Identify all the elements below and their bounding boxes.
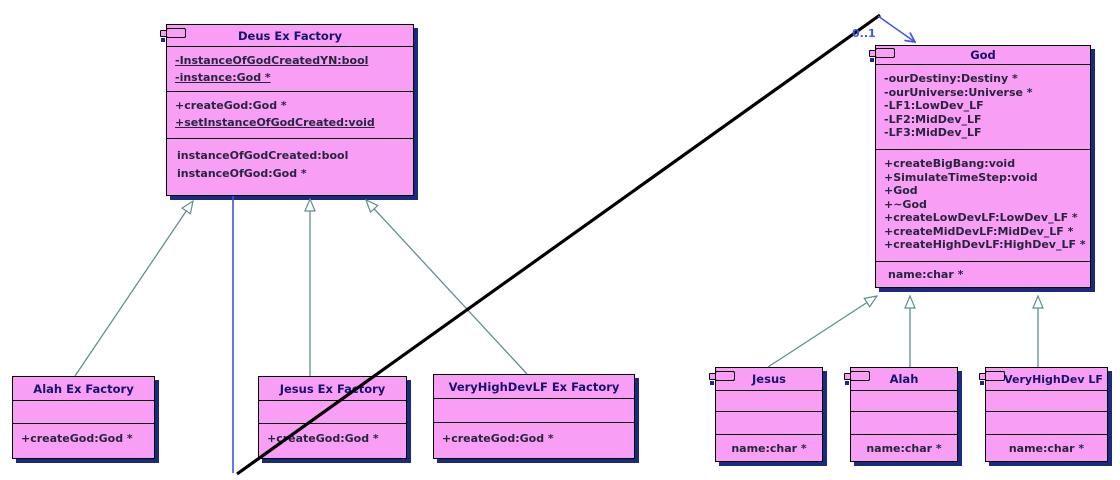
property-row: name:char * <box>731 442 807 455</box>
operations-section <box>986 411 1107 434</box>
operation-row: +createLowDevLF:LowDev_LF * <box>884 211 1078 224</box>
attribute-row: -ourUniverse:Universe * <box>884 85 1033 99</box>
operation-row: +createHighDevLF:HighDev_LF * <box>884 238 1086 251</box>
generalization-alahfactory-to-deus <box>74 201 193 377</box>
class-alah-ex-factory: Alah Ex Factory +createGod:God * <box>12 376 155 459</box>
attribute-row: -LF1:LowDev_LF <box>884 99 984 112</box>
operations-section <box>851 411 957 434</box>
operations-section: +createGod:God * <box>13 423 154 460</box>
class-title: VeryHighDev LF <box>1004 372 1103 386</box>
attribute-row: -instance:God * <box>175 71 271 84</box>
attribute-row: -InstanceOfGodCreatedYN:bool <box>175 54 369 67</box>
class-title: Alah <box>889 372 919 386</box>
class-alah: Alah name:char * <box>844 367 958 463</box>
operations-section: +createGod:God * <box>259 423 406 460</box>
operation-row: +createBigBang:void <box>884 157 1016 170</box>
class-title-bar: Jesus Ex Factory <box>259 377 406 400</box>
class-god: God -ourDestiny:Destiny * -ourUniverse:U… <box>869 45 1091 289</box>
property-row: instanceOfGod:God * <box>177 167 307 180</box>
class-title: Deus Ex Factory <box>238 28 342 43</box>
class-veryhighdevlf-ex-factory: VeryHighDevLF Ex Factory +createGod:God … <box>433 374 635 459</box>
operations-section: +createBigBang:void +SimulateTimeStep:vo… <box>876 149 1090 261</box>
association-arrow-to-god <box>877 15 915 42</box>
operation-row: +~God <box>884 197 927 211</box>
operations-section: +createGod:God * +setInstanceOfGodCreate… <box>167 91 413 138</box>
class-icon <box>160 28 186 42</box>
operation-row: +createGod:God * <box>267 432 379 445</box>
attribute-row: -LF3:MidDev_LF <box>884 126 982 139</box>
class-title: Jesus <box>752 372 786 386</box>
attributes-section <box>434 398 634 422</box>
class-title-bar: Alah <box>844 368 957 390</box>
attributes-section <box>851 390 957 411</box>
attributes-section: -ourDestiny:Destiny * -ourUniverse:Unive… <box>876 64 1090 149</box>
operation-row: +createGod:God * <box>175 99 287 112</box>
generalization-jesus-to-god <box>767 296 877 368</box>
properties-section: name:char * <box>851 434 957 463</box>
class-icon <box>869 48 895 62</box>
properties-section: instanceOfGodCreated:bool instanceOfGod:… <box>167 138 413 197</box>
class-veryhighdev-lf: VeryHighDev LF name:char * <box>979 367 1108 463</box>
class-title-bar: Deus Ex Factory <box>160 25 413 46</box>
class-title: God <box>970 48 996 62</box>
operation-row: +SimulateTimeStep:void <box>884 170 1038 184</box>
operation-row: +createMidDevLF:MidDev_LF * <box>884 224 1074 238</box>
class-title-bar: Alah Ex Factory <box>13 377 154 400</box>
attributes-section <box>259 400 406 423</box>
property-row: name:char * <box>1008 442 1085 455</box>
operation-row: +createGod:God * <box>21 432 133 445</box>
operation-row: +createGod:God * <box>442 432 554 445</box>
class-title-bar: VeryHighDev LF <box>979 368 1107 390</box>
class-jesus: Jesus name:char * <box>709 367 823 463</box>
property-row: name:char * <box>888 268 964 281</box>
operation-row: +setInstanceOfGodCreated:void <box>175 116 375 129</box>
attributes-section <box>716 390 822 411</box>
attributes-section <box>13 400 154 423</box>
class-title-bar: God <box>869 46 1090 64</box>
class-title-bar: VeryHighDevLF Ex Factory <box>434 375 634 398</box>
class-title: VeryHighDevLF Ex Factory <box>448 379 620 394</box>
class-jesus-ex-factory: Jesus Ex Factory +createGod:God * <box>258 376 407 459</box>
operations-section: +createGod:God * <box>434 422 634 460</box>
class-icon <box>979 371 1005 385</box>
operations-section <box>716 411 822 434</box>
multiplicity-label: 0..1 <box>852 27 876 40</box>
attribute-row: -ourDestiny:Destiny * <box>884 72 1018 85</box>
attribute-row: -LF2:MidDev_LF <box>884 112 982 126</box>
class-icon <box>844 371 870 385</box>
properties-section: name:char * <box>876 261 1090 289</box>
class-deus-ex-factory: Deus Ex Factory -InstanceOfGodCreatedYN:… <box>160 24 414 197</box>
property-row: name:char * <box>866 442 942 455</box>
property-row: instanceOfGodCreated:bool <box>177 149 349 162</box>
class-icon <box>709 371 735 385</box>
attributes-section: -InstanceOfGodCreatedYN:bool -instance:G… <box>167 46 413 91</box>
class-title: Alah Ex Factory <box>33 381 134 396</box>
attributes-section <box>986 390 1107 411</box>
class-title: Jesus Ex Factory <box>279 381 386 396</box>
generalization-vhdfactory-to-deus <box>366 200 528 375</box>
properties-section: name:char * <box>986 434 1107 463</box>
properties-section: name:char * <box>716 434 822 463</box>
operation-row: +God <box>884 184 918 197</box>
class-title-bar: Jesus <box>709 368 822 390</box>
